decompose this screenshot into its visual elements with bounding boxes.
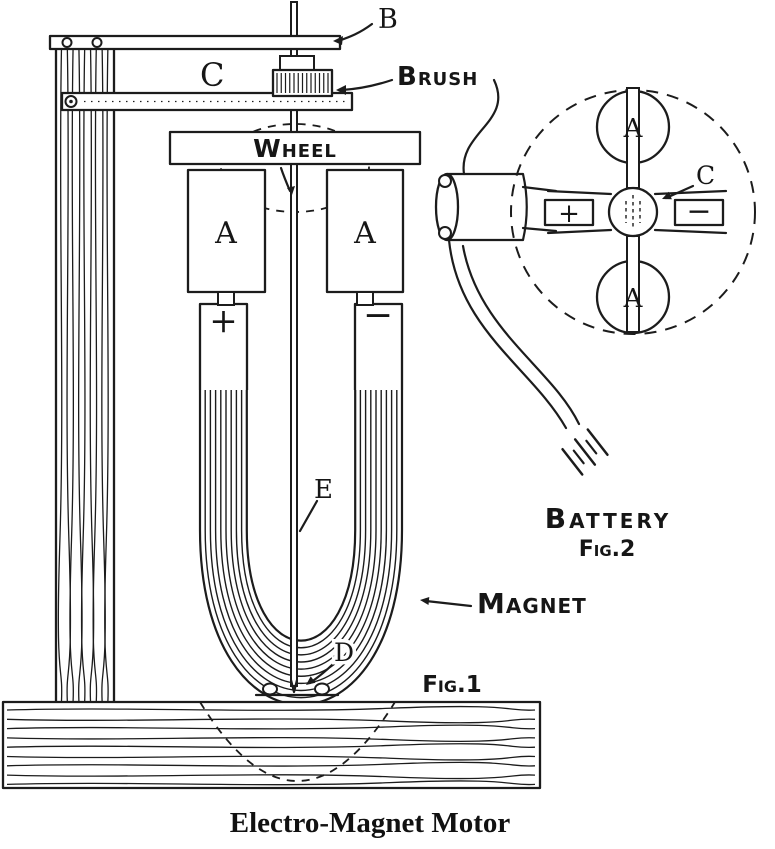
battery-plate-short [572, 449, 585, 465]
wire-from-brush [462, 78, 500, 176]
cylinder-lead-bottom [521, 226, 558, 233]
brush-leader-line [340, 78, 394, 92]
fig2-terminal-minus-box [673, 198, 725, 227]
battery-plate-long [586, 428, 609, 457]
base-outline [1, 700, 542, 790]
brush-label: Brush [397, 62, 478, 92]
magnet-hatch-lines [198, 390, 404, 706]
wheel-pointer-line [279, 166, 292, 193]
coil-right-connector [356, 291, 374, 306]
fig1-label: Fig.1 [422, 672, 482, 698]
magnet-dashed-arc [199, 701, 396, 782]
battery-plate-long [561, 447, 584, 476]
brush-assembly: Brush [271, 55, 478, 98]
b-leader-arrowhead [333, 36, 343, 45]
magnet-label: Magnet [477, 587, 587, 620]
e-leader-line [298, 499, 319, 533]
fig2-brush-arms [546, 189, 728, 235]
wire-to-battery-1 [447, 238, 568, 430]
brush-hatch-lines [276, 73, 329, 93]
fig2-terminal-minus-label: − [686, 194, 711, 229]
coil-left [186, 168, 267, 294]
fig2-commutator-dashes [625, 195, 641, 229]
post-wood-grain [57, 46, 109, 702]
battery-label: Battery [545, 502, 671, 535]
fig2-coil-bottom-label: A [623, 284, 644, 314]
brush-arm [653, 189, 728, 196]
cylinder-end-cap [434, 172, 460, 242]
d-callout: D [306, 635, 358, 685]
cylinder-lead-top [521, 185, 558, 193]
fig2-c-leader-arrowhead [662, 191, 672, 200]
fig2-terminal-plus-box [543, 198, 595, 227]
bearing [254, 678, 340, 697]
bearing-ball-left [262, 682, 278, 696]
pivot-bar-outline [60, 91, 354, 112]
shaft-tip [289, 678, 299, 694]
base-board [1, 700, 542, 790]
cylinder-terminal-top [438, 174, 452, 188]
bolt-icon [91, 37, 103, 48]
wheel-pointer-arrowhead [287, 186, 295, 195]
fig2-terminal-plus-label: + [558, 199, 580, 229]
wires [447, 78, 581, 430]
magnet-callout: Magnet [420, 587, 587, 620]
brush-leader-arrowhead [336, 85, 346, 95]
battery-plate-short [585, 439, 598, 455]
brush-arm [653, 228, 728, 235]
brush-arm [546, 189, 613, 196]
e-callout: E [298, 475, 333, 533]
battery-symbol-icon [561, 428, 609, 476]
magnet-leader-arrowhead [420, 597, 430, 605]
bolt-icon [61, 37, 73, 48]
diagram-caption: Electro-Magnet Motor [230, 807, 511, 839]
base-wood-grain [6, 705, 536, 786]
pole-plus-label: + [209, 301, 238, 341]
wheel-assembly: Wheel [168, 130, 422, 195]
b-leader-line [336, 22, 374, 43]
coil-right [325, 168, 405, 294]
fig2-c-label: C [696, 161, 715, 190]
coil-right-label: A [353, 216, 376, 251]
b-label: B [378, 4, 398, 35]
top-bar: B [48, 4, 398, 51]
magnet-pole-minus [353, 302, 404, 390]
fig2-battery-cylinder [434, 172, 558, 242]
fig2-coil-top-label: A [623, 114, 644, 144]
d-leader-arrowhead [306, 676, 316, 685]
shaft-collar [279, 55, 315, 71]
fig2-group: A A + − C [434, 78, 756, 562]
armature-coils: A A [186, 168, 405, 306]
cylinder-terminal-bottom [438, 226, 452, 240]
d-label: D [334, 638, 354, 667]
battery-plate-long [573, 438, 597, 466]
wire-to-battery-2 [461, 244, 581, 426]
coil-left-label: A [214, 216, 237, 251]
support-post [54, 40, 116, 705]
fig2-label: Fig.2 [579, 537, 636, 562]
bolt-center-dot [69, 99, 73, 104]
brush-arm [546, 228, 613, 235]
shaft [290, 1, 298, 687]
fig2-c-callout: C [662, 161, 715, 200]
e-label: E [314, 475, 333, 505]
bearing-ball-right [314, 682, 330, 696]
wheel-bar [168, 130, 422, 166]
coil-left-connector [217, 291, 235, 306]
wheel-label: Wheel [253, 134, 337, 163]
c-label: C [200, 56, 224, 94]
pivot-bar: C [60, 56, 354, 112]
fig1-group: + − A [1, 1, 587, 790]
horseshoe-magnet: + − [198, 295, 404, 706]
magnet-leader-line [424, 599, 473, 608]
cylinder-body [445, 172, 528, 242]
